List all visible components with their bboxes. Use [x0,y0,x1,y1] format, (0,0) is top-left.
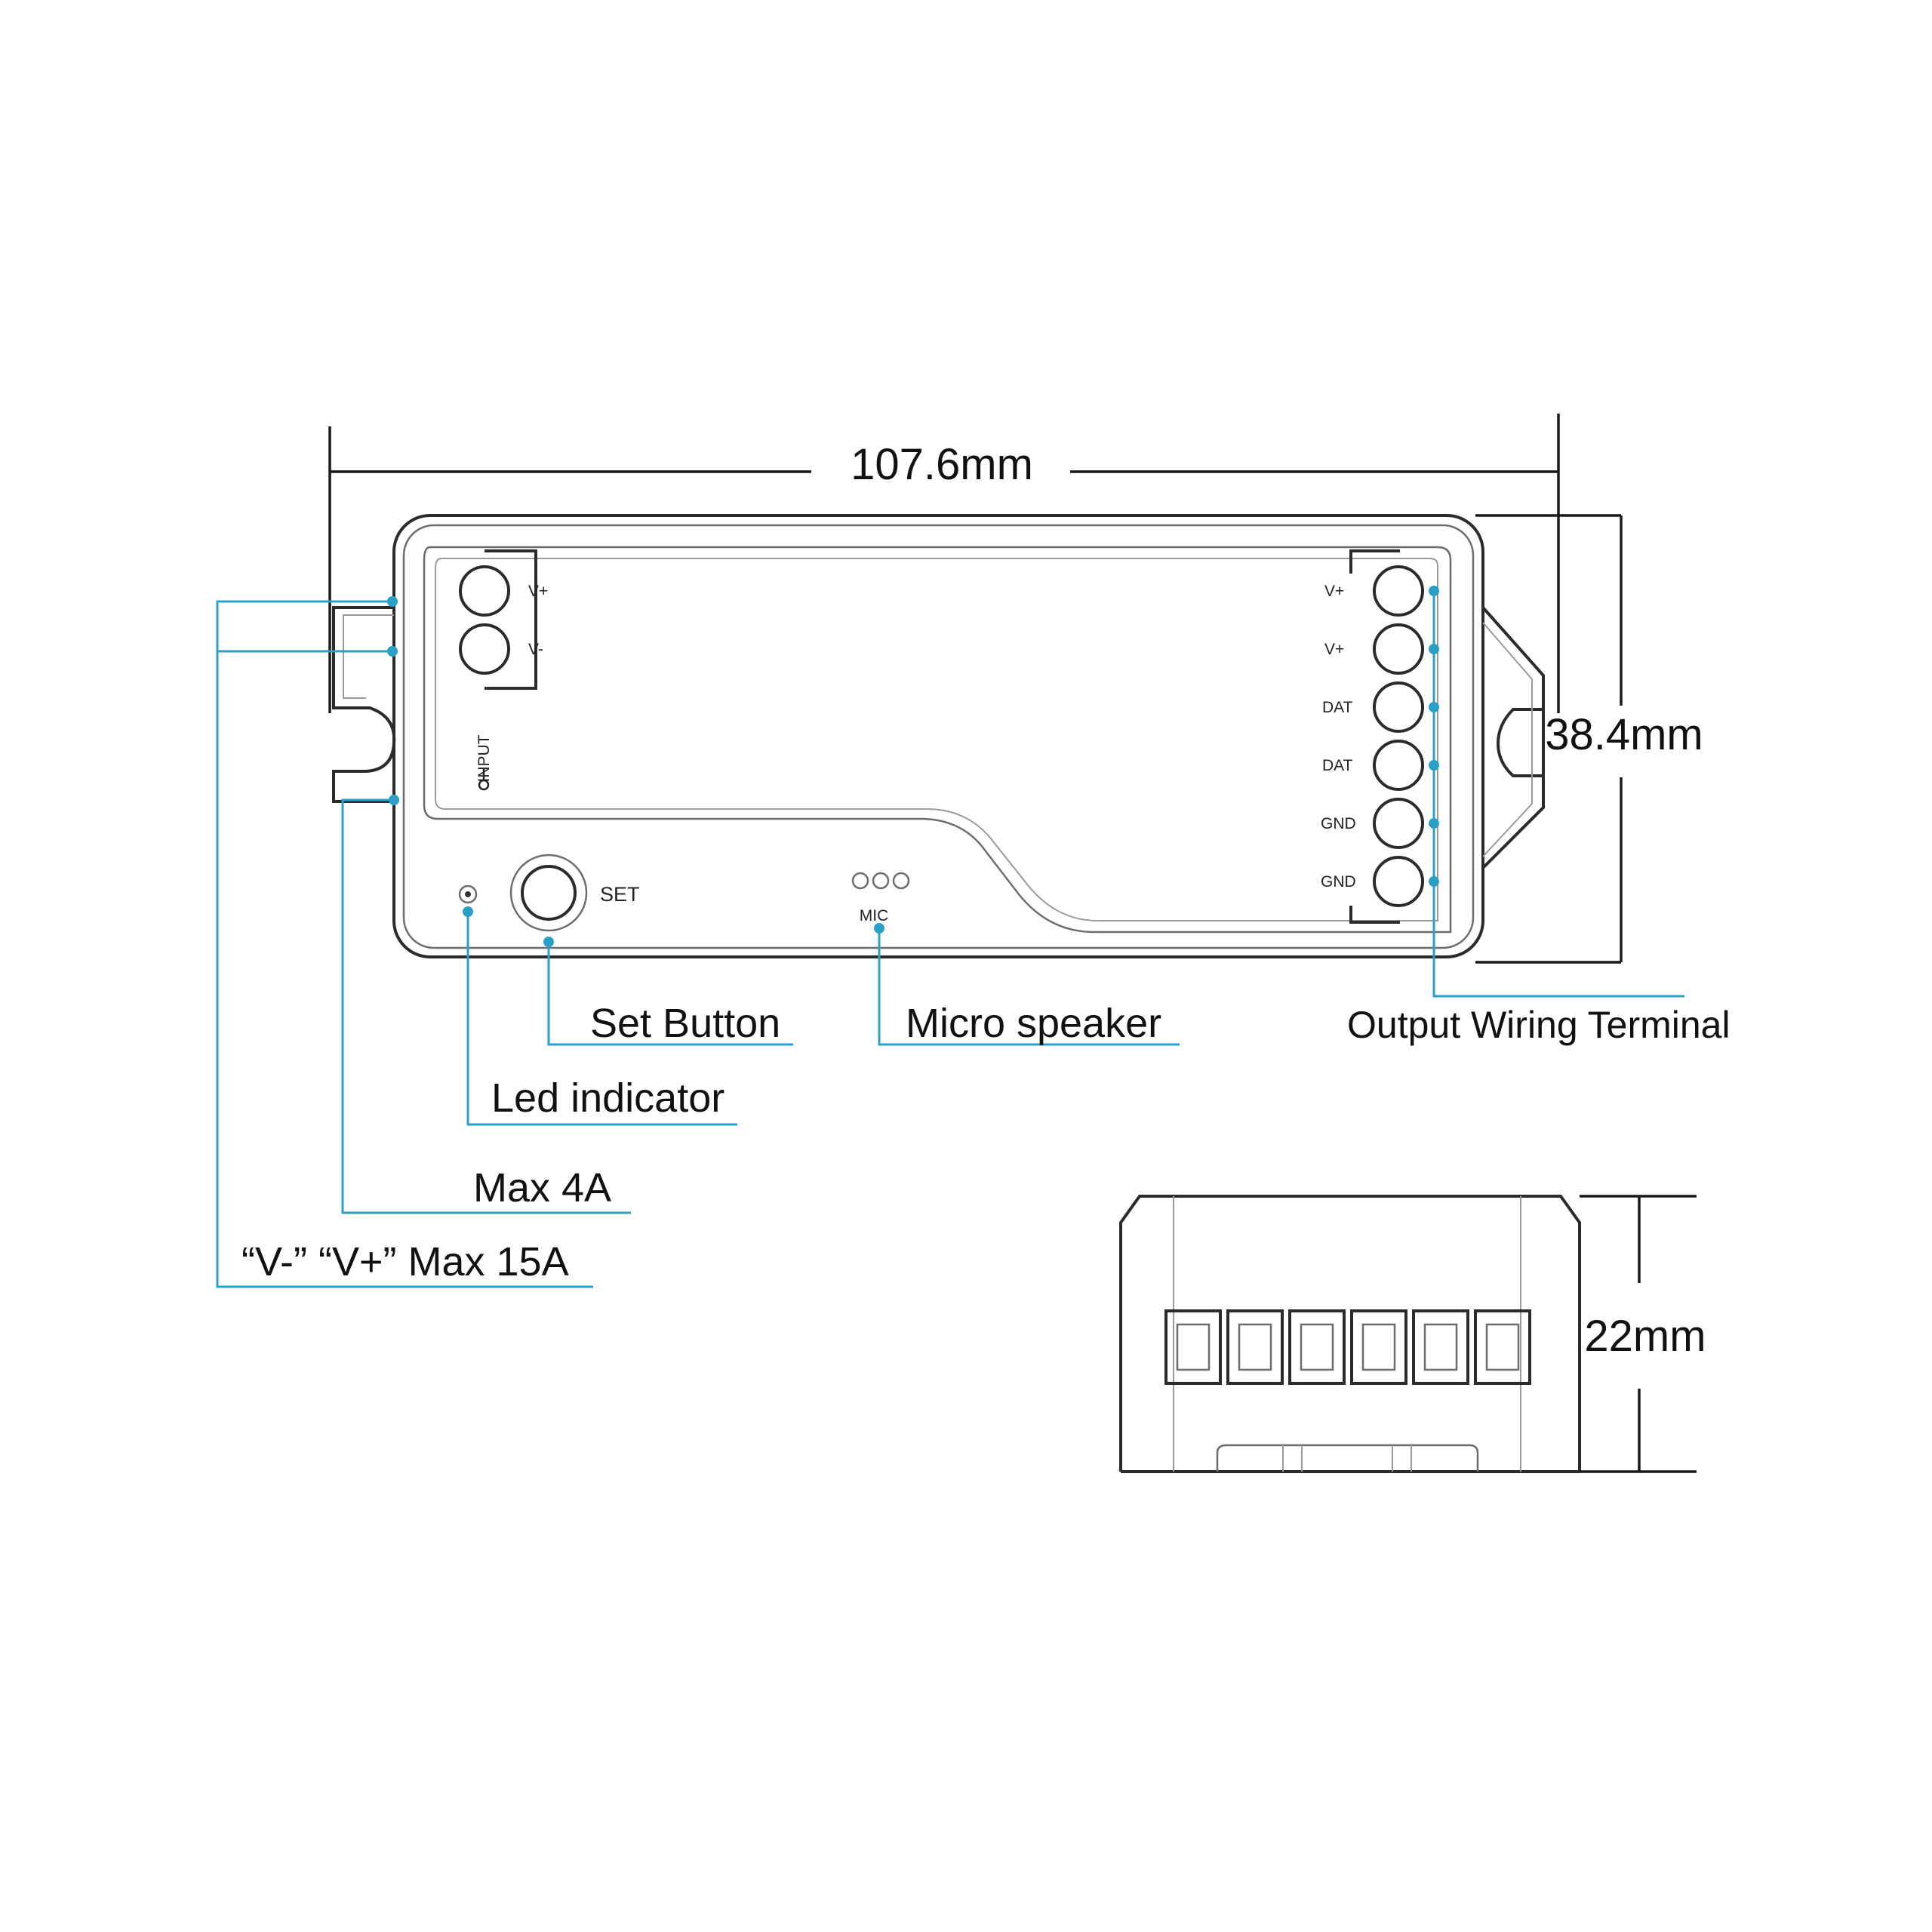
set-label: SET [600,883,640,906]
callout-lines [216,586,1684,1288]
max-4a-callout: Max 4A [473,1165,611,1211]
output-terminal [1373,681,1424,733]
key-icon [478,768,490,791]
output-label: V+ [1324,641,1344,658]
output-terminal [1373,798,1424,849]
led-indicator-callout: Led indicator [491,1075,724,1121]
set-button [509,854,588,932]
output-label: V+ [1324,583,1344,600]
width-dimension: 107.6mm [328,414,1560,713]
set-button-callout: Set Button [590,1001,780,1046]
input-neg-label: V- [528,641,543,658]
input-label: INPUT [475,734,493,782]
mic-hole [872,872,890,890]
side-terminal-openings [1164,1309,1531,1385]
output-label: GND [1321,815,1356,832]
mic-hole [851,872,869,890]
input-pos-label: V+ [528,583,548,600]
height-dimension: 38.4mm [1475,514,1703,964]
depth-dimension: 22mm [1580,1195,1706,1473]
output-label: DAT [1322,757,1353,774]
output-label: GND [1321,873,1356,891]
led-indicator [458,884,478,904]
input-terminal-pos [459,565,510,617]
output-terminal [1373,623,1424,675]
device-side-view [1119,1195,1581,1473]
output-terminal [1373,565,1424,617]
micro-speaker-callout: Micro speaker [906,1001,1161,1046]
output-terminal-block [1373,565,1424,907]
output-wiring-callout: Output Wiring Terminal [1347,1004,1730,1046]
output-terminal [1373,856,1424,907]
input-terminal-neg [459,623,510,675]
width-label: 107.6mm [851,440,1033,489]
depth-label: 22mm [1584,1312,1706,1361]
output-label: DAT [1322,699,1353,716]
mic-hole [892,872,910,890]
mic-label: MIC [860,907,889,924]
height-label: 38.4mm [1545,710,1703,759]
input-max-callout: “V-” “V+” Max 15A [242,1239,569,1284]
device-top-view: V+ V- INPUT SET MIC V+ [332,514,1545,958]
output-terminal [1373,740,1424,791]
